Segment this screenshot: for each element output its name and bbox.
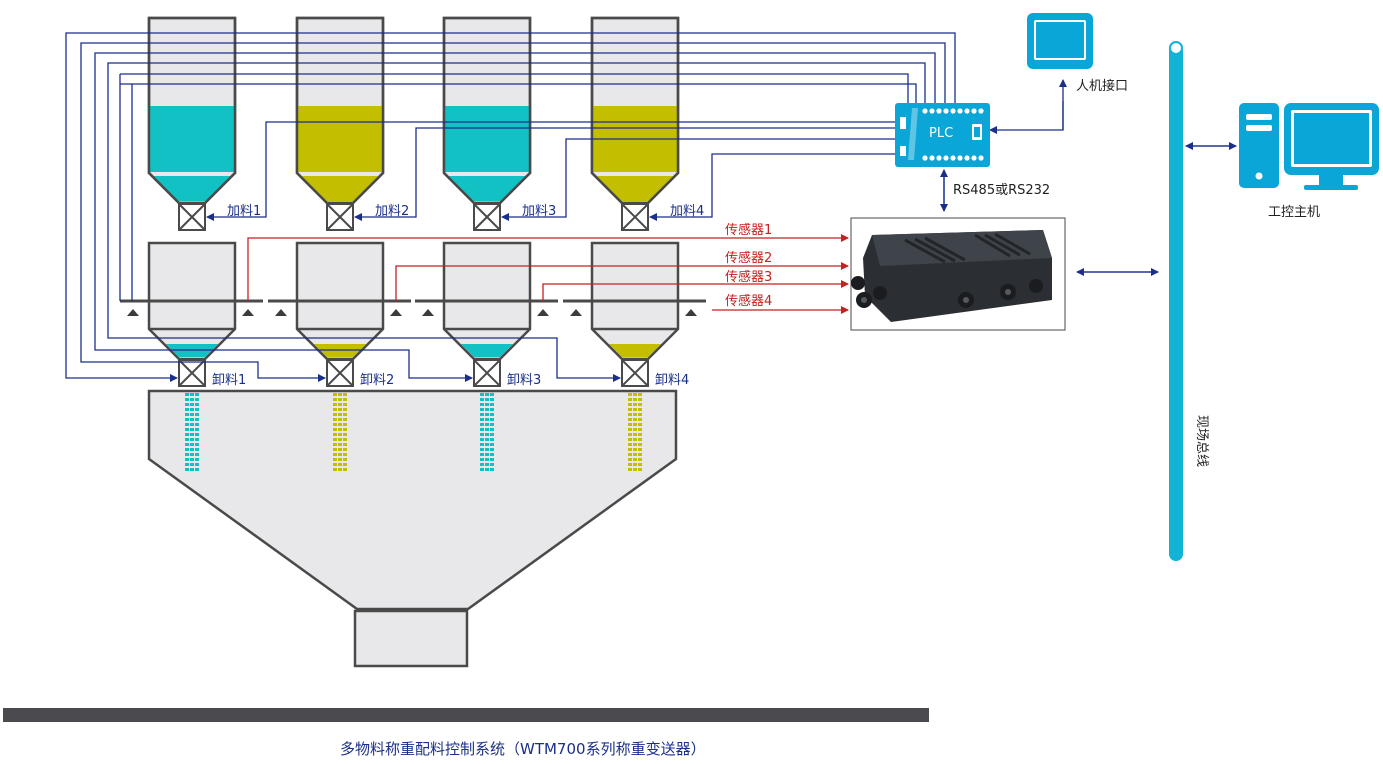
feed-label-1: 加料1 bbox=[227, 204, 261, 219]
diagram-caption: 多物料称重配料控制系统（WTM700系列称重变送器） bbox=[340, 740, 706, 758]
valve-icon bbox=[473, 203, 501, 231]
control-wires bbox=[65, 32, 1237, 382]
valve-icon bbox=[473, 359, 501, 387]
valve-icon bbox=[621, 359, 649, 387]
valve-icon bbox=[326, 359, 354, 387]
base-bar bbox=[3, 708, 929, 722]
mixing-hopper bbox=[147, 389, 678, 668]
plc-label: PLC bbox=[929, 126, 953, 141]
silo-3 bbox=[442, 16, 532, 205]
discharge-label-2: 卸料2 bbox=[360, 372, 394, 388]
silo-2 bbox=[295, 16, 385, 205]
valve-icon bbox=[621, 203, 649, 231]
plc-module bbox=[895, 103, 990, 167]
sensor-label-3: 传感器3 bbox=[725, 269, 772, 285]
valve-icon bbox=[178, 203, 206, 231]
feed-label-2: 加料2 bbox=[375, 204, 409, 219]
sensor-label-2: 传感器2 bbox=[725, 250, 772, 266]
feed-label-3: 加料3 bbox=[522, 204, 556, 219]
material-stream-2 bbox=[333, 393, 347, 472]
discharge-label-1: 卸料1 bbox=[212, 372, 246, 388]
hmi-label: 人机接口 bbox=[1076, 78, 1128, 94]
sensor-label-4: 传感器4 bbox=[725, 293, 772, 309]
hmi-monitor-icon bbox=[1027, 13, 1093, 69]
transmitter-box-icon bbox=[850, 217, 1066, 331]
valve-icon bbox=[178, 359, 206, 387]
load-cell-supports bbox=[127, 309, 697, 316]
material-stream-4 bbox=[628, 393, 642, 472]
fieldbus-label: 现场总线 bbox=[1194, 415, 1209, 467]
fieldbus-line bbox=[1169, 41, 1183, 561]
discharge-label-4: 卸料4 bbox=[655, 372, 689, 388]
material-stream-1 bbox=[185, 393, 199, 472]
silo-1 bbox=[147, 16, 237, 205]
sensor-wires bbox=[247, 234, 849, 314]
material-stream-3 bbox=[480, 393, 494, 472]
valve-icon bbox=[326, 203, 354, 231]
ipc-label: 工控主机 bbox=[1268, 205, 1320, 220]
serial-label: RS485或RS232 bbox=[953, 183, 1050, 198]
industrial-pc-icon bbox=[1239, 103, 1379, 190]
discharge-label-3: 卸料3 bbox=[507, 372, 541, 388]
sensor-label-1: 传感器1 bbox=[725, 222, 772, 238]
silo-4 bbox=[590, 16, 680, 205]
feed-label-4: 加料4 bbox=[670, 204, 704, 219]
